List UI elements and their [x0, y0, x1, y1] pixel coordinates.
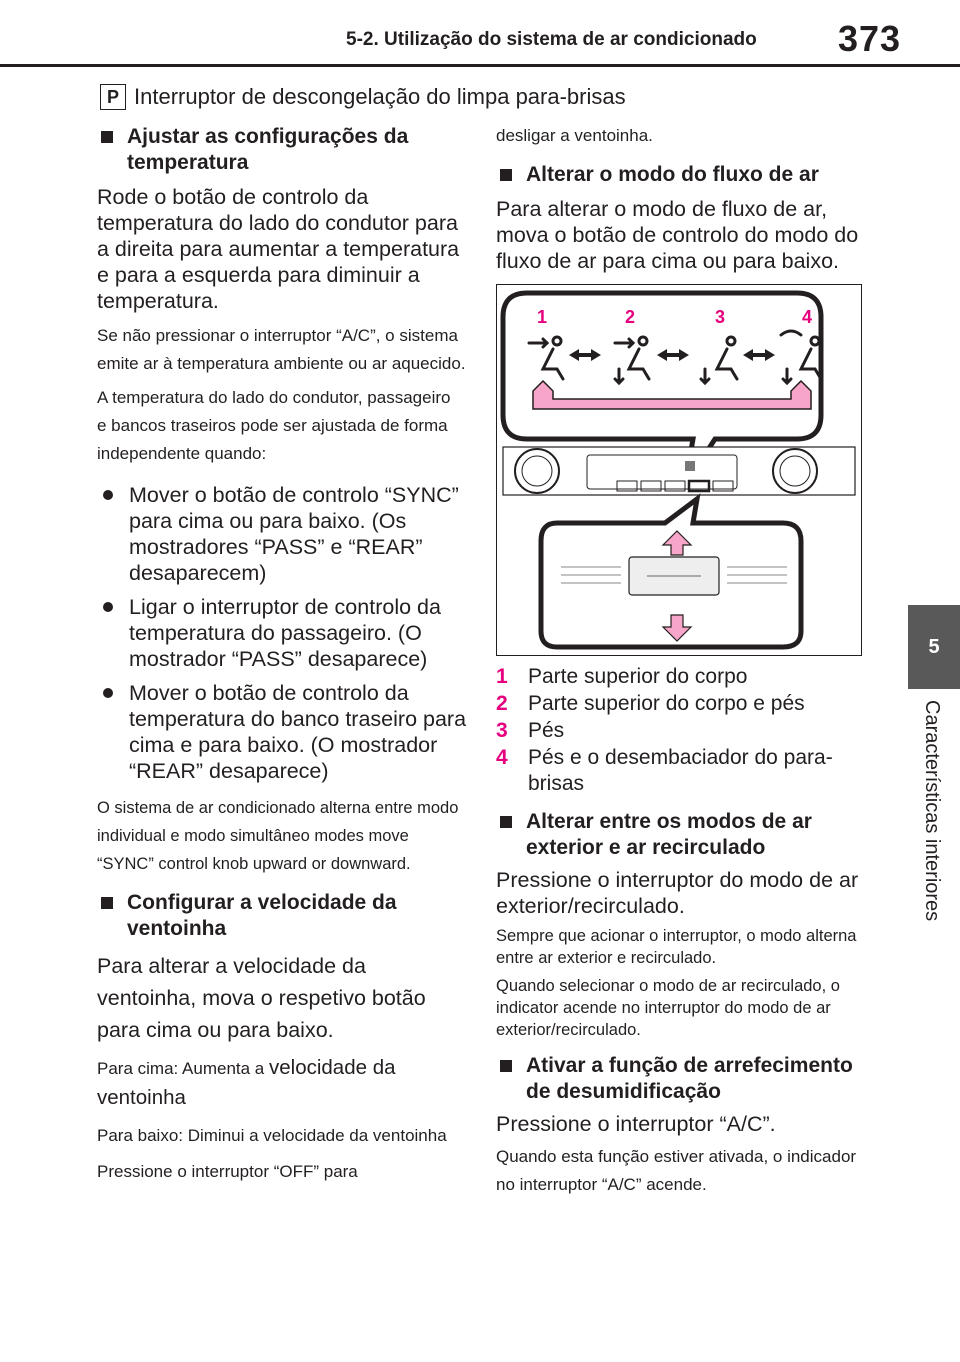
- recirculation-note-2: Quando selecionar o modo de ar recircula…: [496, 977, 840, 1039]
- airflow-body: Para alterar o modo de fluxo de ar, mova…: [496, 197, 859, 273]
- bi-level-vent-icon: [613, 335, 651, 386]
- section-heading-fan-speed: Configurar a velocidade da ventoinha: [97, 890, 467, 942]
- right-knob-inner: [779, 455, 811, 487]
- legend-text: Pés e o desembaciador do para-brisas: [528, 746, 833, 795]
- round-bullet-icon: [103, 602, 113, 612]
- center-display: [586, 454, 738, 490]
- fan-up-suffix: velocidade da ventoinha: [97, 1056, 396, 1109]
- recirculation-note-1: Sempre que acionar o interruptor, o modo…: [496, 927, 857, 967]
- square-bullet-icon: [500, 1060, 512, 1072]
- section-heading-text: Configurar a velocidade da ventoinha: [127, 891, 397, 940]
- bullet-item: Mover o botão de controlo “SYNC” para ci…: [97, 482, 467, 586]
- temperature-note-1: Se não pressionar o interruptor “A/C”, o…: [97, 326, 466, 373]
- bullet-text: Mover o botão de controlo da temperatura…: [129, 681, 467, 783]
- mode-indicator: [685, 461, 695, 471]
- button-row: [616, 479, 734, 493]
- legend-text: Parte superior do corpo: [528, 665, 748, 688]
- round-bullet-icon: [103, 688, 113, 698]
- legend-item: 2 Parte superior do corpo e pés: [496, 691, 866, 717]
- legend-item: 4 Pés e o desembaciador do para-brisas: [496, 745, 866, 797]
- square-bullet-icon: [500, 169, 512, 181]
- square-bullet-icon: [101, 897, 113, 909]
- mode-label-1: 1: [537, 307, 547, 327]
- bullet-text: Ligar o interruptor de controlo da tempe…: [129, 595, 441, 671]
- continued-text: desligar a ventoinha.: [496, 126, 653, 145]
- section-heading-text: Ativar a função de arrefecimento de desu…: [526, 1054, 853, 1103]
- section-heading-recirculation: Alterar entre os modos de ar exterior e …: [496, 809, 866, 861]
- face-vent-icon: [527, 335, 565, 381]
- airflow-figure: 1 2 3 4: [496, 284, 862, 656]
- foot-defrost-vent-icon: [779, 329, 823, 386]
- chapter-tab: 5: [908, 605, 960, 689]
- header-section-title: 5-2. Utilização do sistema de ar condici…: [346, 29, 757, 50]
- item-marker-box: P: [100, 84, 126, 110]
- vent-slats: [561, 566, 787, 584]
- legend-number: 3: [496, 719, 508, 742]
- legend-number: 1: [496, 665, 508, 688]
- airflow-diagram: 1 2 3 4: [500, 290, 856, 650]
- mode-label-2: 2: [625, 307, 635, 327]
- section-heading-text: Ajustar as configurações da temperatura: [127, 125, 409, 174]
- fan-speed-up-note: Para cima: Aumenta a velocidade da vento…: [97, 1054, 467, 1114]
- dehumidify-note: Quando esta função estiver ativada, o in…: [496, 1147, 857, 1194]
- section-heading-airflow: Alterar o modo do fluxo de ar: [496, 162, 866, 188]
- fan-off-note: Pressione o interruptor “OFF” para: [97, 1162, 358, 1181]
- chapter-title: Características interiores: [921, 700, 943, 922]
- cycle-arrow: [532, 379, 812, 410]
- bullet-text: Mover o botão de controlo “SYNC” para ci…: [129, 483, 459, 585]
- left-knob-inner: [521, 455, 553, 487]
- fan-speed-body: Para alterar a velocidade da ventoinha, …: [97, 954, 426, 1042]
- dehumidify-body: Pressione o interruptor “A/C”.: [496, 1112, 776, 1136]
- fan-up-prefix: Para cima: Aumenta a: [97, 1059, 269, 1078]
- legend-number: 4: [496, 746, 508, 769]
- down-arrow: [661, 614, 693, 642]
- top-item-text: Interruptor de descongelação do limpa pa…: [134, 84, 626, 109]
- bullet-item: Ligar o interruptor de controlo da tempe…: [97, 594, 467, 672]
- left-knob: [514, 448, 560, 494]
- legend-item: 3 Pés: [496, 718, 866, 744]
- header-rule: [0, 64, 960, 67]
- section-heading-dehumidify: Ativar a função de arrefecimento de desu…: [496, 1053, 866, 1105]
- recirculation-body: Pressione o interruptor do modo de ar ex…: [496, 868, 859, 918]
- page-number: 373: [838, 18, 902, 59]
- legend-number: 2: [496, 692, 508, 715]
- mode-label-4: 4: [802, 307, 812, 327]
- top-item: P Interruptor de descongelação do limpa …: [100, 84, 626, 110]
- foot-vent-icon: [699, 335, 739, 386]
- section-heading-text: Alterar entre os modos de ar exterior e …: [526, 810, 812, 859]
- mode-label-3: 3: [715, 307, 725, 327]
- legend-text: Parte superior do corpo e pés: [528, 692, 805, 715]
- fan-speed-down-note: Para baixo: Diminui a velocidade da vent…: [97, 1126, 447, 1145]
- legend-text: Pés: [528, 719, 565, 742]
- temperature-note-3: O sistema de ar condicionado alterna ent…: [97, 799, 459, 873]
- double-arrow-icon: [569, 349, 775, 361]
- square-bullet-icon: [500, 816, 512, 828]
- legend-item: 1 Parte superior do corpo: [496, 664, 866, 690]
- right-knob: [772, 448, 818, 494]
- left-column: Ajustar as configurações da temperatura …: [97, 124, 467, 1186]
- temperature-body: Rode o botão de controlo da temperatura …: [97, 185, 460, 313]
- section-heading-temperature: Ajustar as configurações da temperatura: [97, 124, 467, 176]
- section-heading-text: Alterar o modo do fluxo de ar: [526, 163, 819, 186]
- round-bullet-icon: [103, 490, 113, 500]
- right-column: desligar a ventoinha. Alterar o modo do …: [496, 124, 866, 1199]
- bullet-item: Mover o botão de controlo da temperatura…: [97, 680, 467, 784]
- temperature-note-2: A temperatura do lado do condutor, passa…: [97, 388, 451, 463]
- square-bullet-icon: [101, 131, 113, 143]
- up-arrow: [661, 530, 693, 556]
